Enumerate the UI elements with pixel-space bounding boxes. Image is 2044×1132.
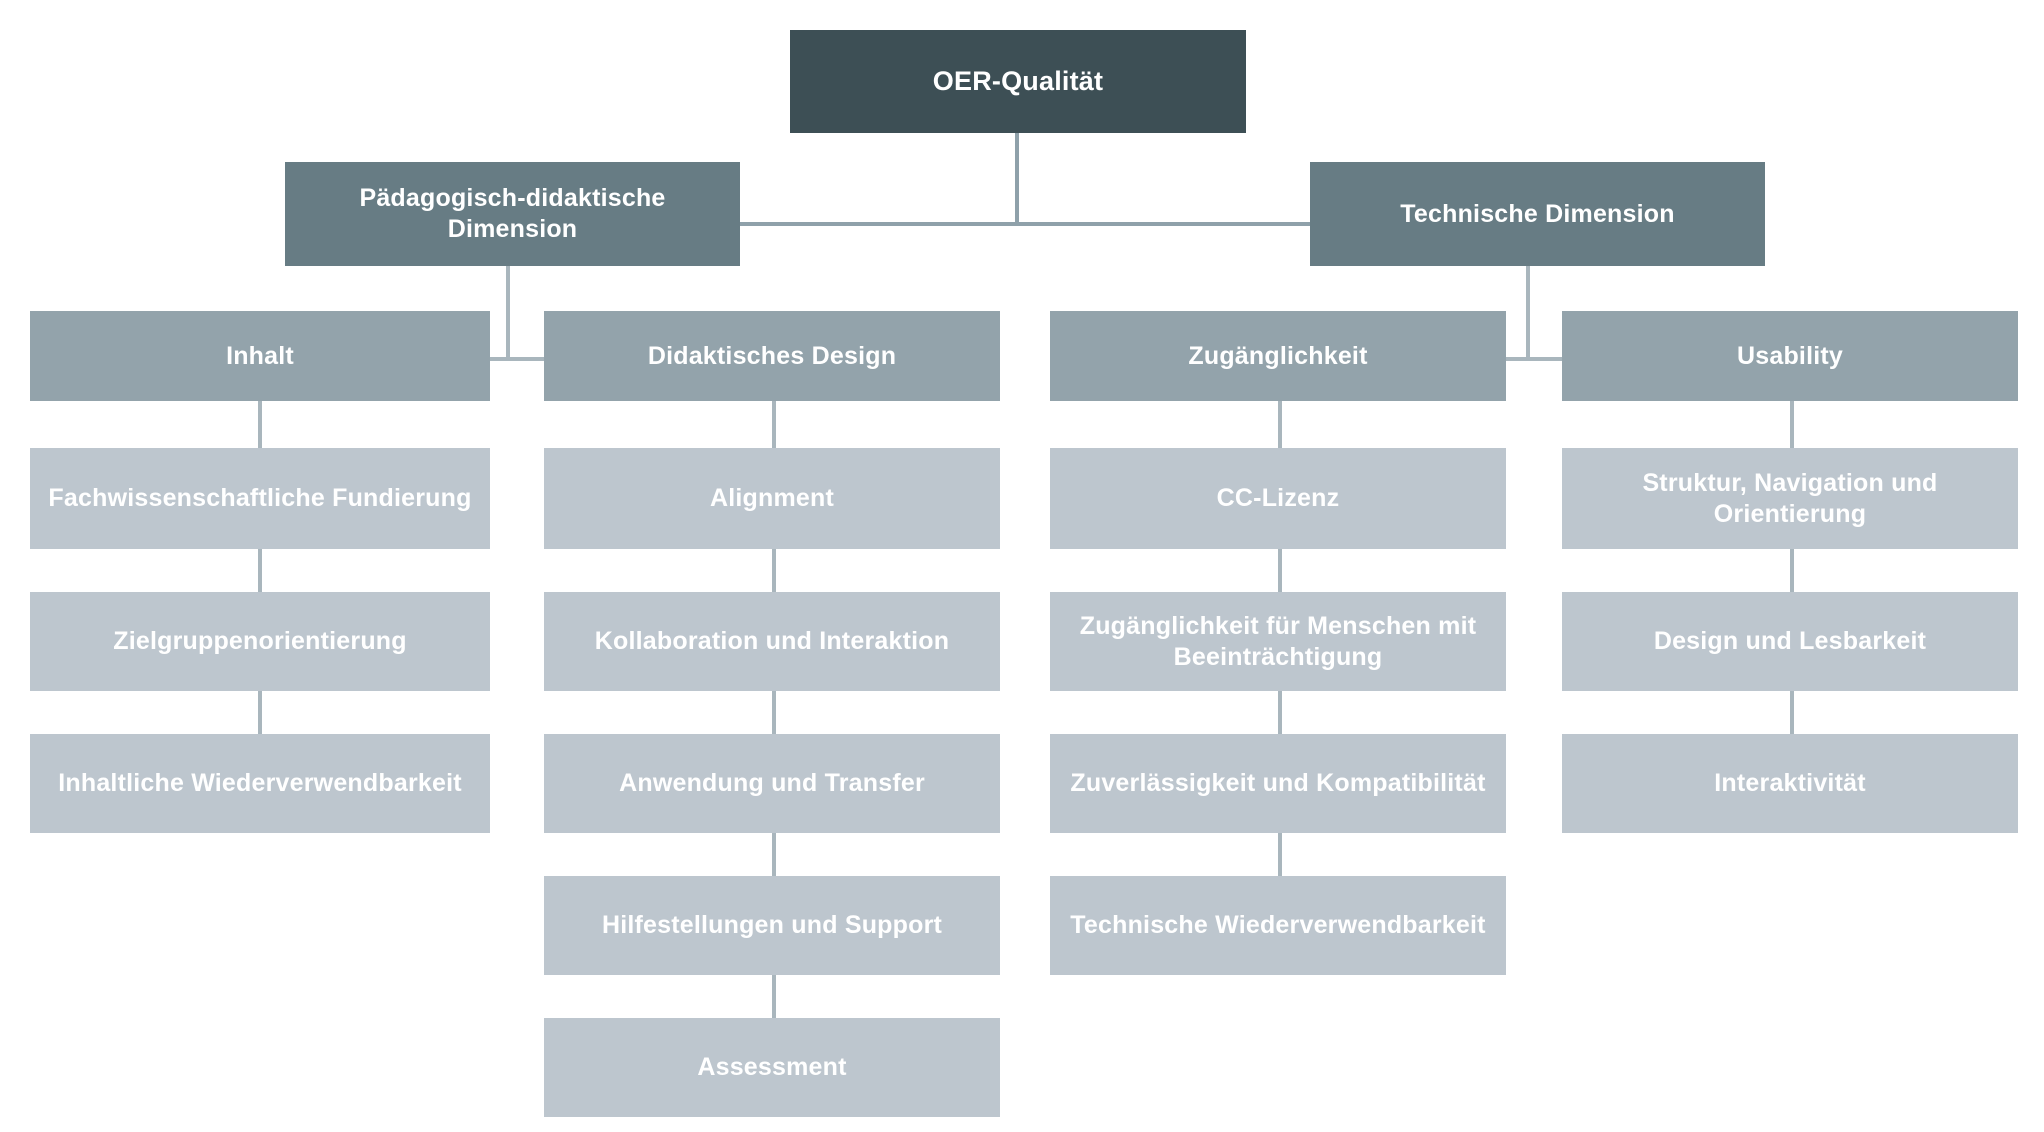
node-oer-qualitaet[interactable]: OER-Qualität xyxy=(790,30,1246,133)
connector-didaktik-5 xyxy=(772,975,776,1018)
connector-usability-1 xyxy=(1790,401,1794,448)
connector-didaktik-2 xyxy=(772,549,776,592)
node-didaktisches-design-criterion-1[interactable]: Alignment xyxy=(544,448,1000,549)
node-didaktisches-design-criterion-5[interactable]: Assessment xyxy=(544,1018,1000,1117)
node-usability[interactable]: Usability xyxy=(1562,311,2018,401)
connector-right-dimension-vertical xyxy=(1526,266,1530,360)
node-zugaenglichkeit-criterion-3[interactable]: Zuverlässigkeit und Kompatibilität xyxy=(1050,734,1506,833)
connector-dimensions-horizontal xyxy=(740,222,1310,226)
connector-right-categories-horizontal xyxy=(1490,357,1602,361)
node-zugaenglichkeit-criterion-1[interactable]: CC-Lizenz xyxy=(1050,448,1506,549)
node-didaktisches-design-criterion-4[interactable]: Hilfestellungen und Support xyxy=(544,876,1000,975)
node-zugaenglichkeit[interactable]: Zugänglichkeit xyxy=(1050,311,1506,401)
node-usability-criterion-1[interactable]: Struktur, Navigation und Orientierung xyxy=(1562,448,2018,549)
connector-root-vertical xyxy=(1015,133,1019,225)
connector-left-dimension-vertical xyxy=(506,266,510,360)
connector-zugang-1 xyxy=(1278,401,1282,448)
node-inhalt-criterion-1[interactable]: Fachwissenschaftliche Fundierung xyxy=(30,448,490,549)
node-inhalt-criterion-2[interactable]: Zielgruppenorientierung xyxy=(30,592,490,691)
connector-zugang-4 xyxy=(1278,833,1282,876)
node-inhalt-criterion-3[interactable]: Inhaltliche Wiederverwendbarkeit xyxy=(30,734,490,833)
connector-inhalt-3 xyxy=(258,691,262,734)
connector-didaktik-4 xyxy=(772,833,776,876)
node-technische-dimension[interactable]: Technische Dimension xyxy=(1310,162,1765,266)
connector-didaktik-3 xyxy=(772,691,776,734)
node-paedagogisch-didaktische-dimension[interactable]: Pädagogisch-didaktische Dimension xyxy=(285,162,740,266)
node-usability-criterion-3[interactable]: Interaktivität xyxy=(1562,734,2018,833)
node-zugaenglichkeit-criterion-2[interactable]: Zugänglichkeit für Menschen mit Beeinträ… xyxy=(1050,592,1506,691)
connector-zugang-2 xyxy=(1278,549,1282,592)
connector-usability-3 xyxy=(1790,691,1794,734)
connector-left-categories-horizontal xyxy=(470,357,582,361)
connector-inhalt-2 xyxy=(258,549,262,592)
connector-inhalt-1 xyxy=(258,401,262,448)
connector-usability-2 xyxy=(1790,549,1794,592)
node-didaktisches-design-criterion-3[interactable]: Anwendung und Transfer xyxy=(544,734,1000,833)
node-zugaenglichkeit-criterion-4[interactable]: Technische Wiederverwendbarkeit xyxy=(1050,876,1506,975)
connector-didaktik-1 xyxy=(772,401,776,448)
node-didaktisches-design-criterion-2[interactable]: Kollaboration und Interaktion xyxy=(544,592,1000,691)
node-usability-criterion-2[interactable]: Design und Lesbarkeit xyxy=(1562,592,2018,691)
node-didaktisches-design[interactable]: Didaktisches Design xyxy=(544,311,1000,401)
node-inhalt[interactable]: Inhalt xyxy=(30,311,490,401)
connector-zugang-3 xyxy=(1278,691,1282,734)
